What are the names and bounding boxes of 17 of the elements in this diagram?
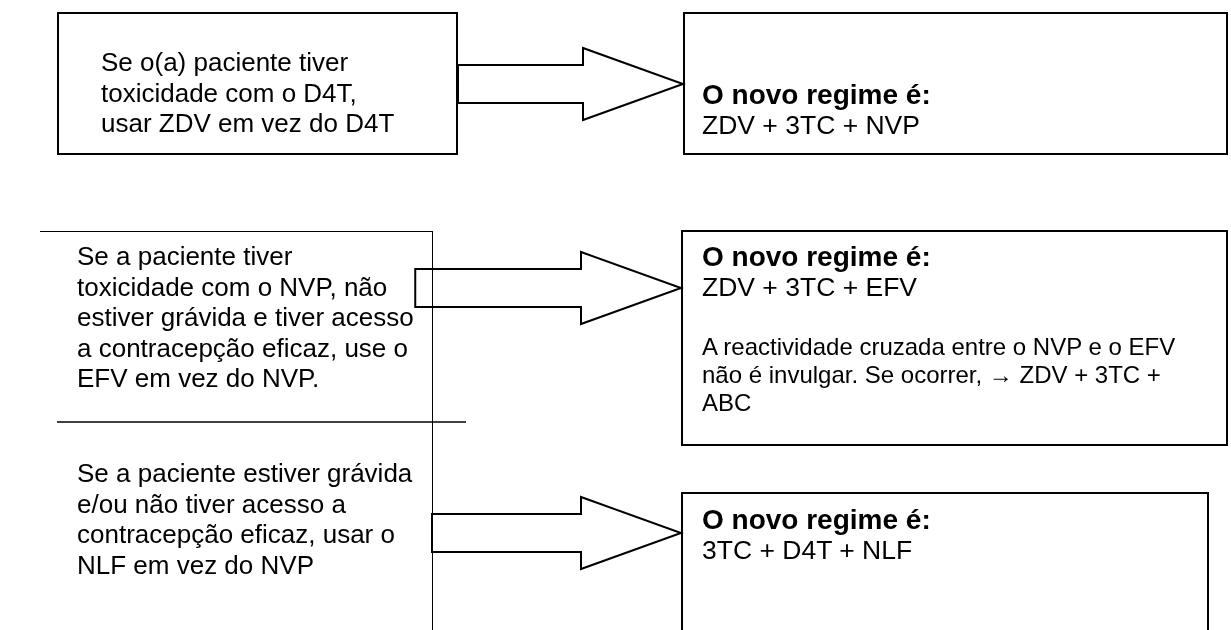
- condition-box: Se o(a) paciente tiver toxicidade com o D4T, usar ZDV em vez do D4T: [57, 12, 458, 155]
- regimen-box: [681, 230, 1228, 446]
- condition-text: Se a paciente estiver grávida e/ou não tiver acesso a contracepção eficaz, usar o NLF em vez do NVP: [77, 458, 432, 588]
- regimen-heading: O novo regime é:: [702, 505, 932, 535]
- regimen-box: [681, 492, 1209, 630]
- regimen-heading: O novo regime é:: [702, 80, 932, 110]
- block-arrow: [457, 46, 686, 122]
- block-arrow: [431, 495, 684, 571]
- condition-panel: [40, 231, 433, 630]
- regimen-drugs: ZDV + 3TC + NVP: [702, 110, 921, 140]
- regimen-drugs: ZDV + 3TC + EFV: [702, 272, 918, 302]
- regimen-heading: O novo regime é:: [702, 242, 932, 272]
- regimen-note: A reactividade cruzada entre o NVP e o EFV não é invulgar. Se ocorrer, → ZDV + 3TC + ABC: [702, 333, 1177, 417]
- regimen-drugs: 3TC + D4T + NLF: [702, 535, 914, 565]
- block-arrow: [414, 250, 684, 326]
- regimen-box: [683, 12, 1228, 155]
- condition-text: Se a paciente tiver toxicidade com o NVP, não estiver grávida e tiver acesso a contracepção eficaz, use o EFV em vez do NVP.: [77, 241, 416, 401]
